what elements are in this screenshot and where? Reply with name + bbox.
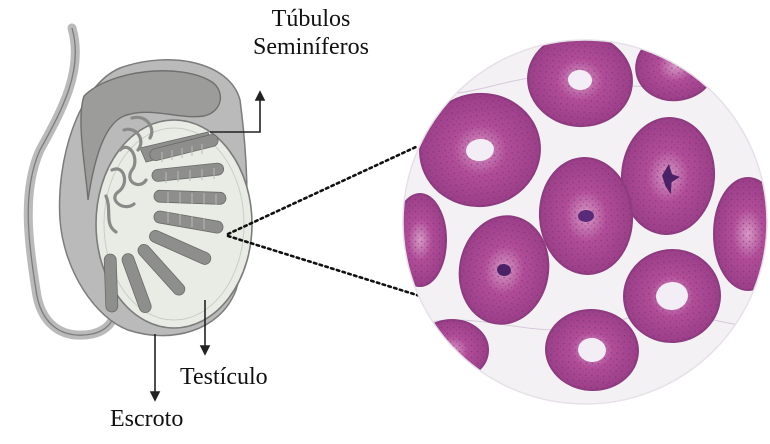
label-tubulos-line1: Túbulos (236, 6, 386, 34)
label-testis: Testículo (180, 364, 268, 392)
label-seminiferous-tubules: Túbulos Seminíferos (236, 6, 386, 61)
label-tubulos-line2: Seminíferos (236, 34, 386, 62)
label-scrotum: Escroto (110, 406, 183, 434)
zoom-lines (228, 146, 420, 296)
